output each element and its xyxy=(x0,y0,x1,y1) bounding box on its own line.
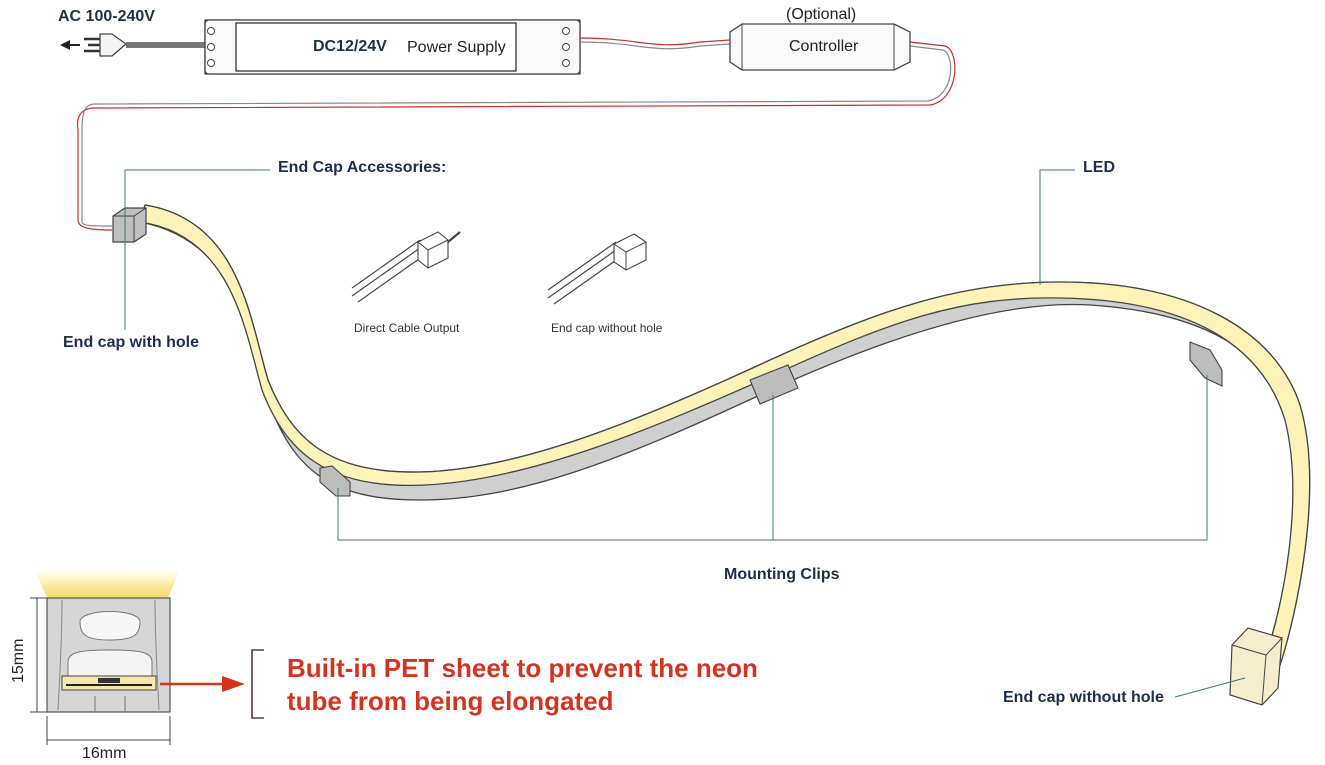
width-dimension-label: 16mm xyxy=(82,745,126,762)
ac-plug xyxy=(60,33,205,57)
height-dimension-label: 15mm xyxy=(10,639,27,683)
mounting-clips-label: Mounting Clips xyxy=(724,566,840,583)
end-cap-without-hole-illustration xyxy=(547,233,647,305)
end-cap-accessories-label: End Cap Accessories: xyxy=(278,159,446,176)
mounting-clip-left xyxy=(319,465,351,497)
end-cap-without-hole-graphic xyxy=(1229,627,1283,706)
direct-cable-output-illustration xyxy=(351,231,461,303)
end-cap-without-hole-small-label: End cap without hole xyxy=(551,321,663,335)
pet-arrow xyxy=(160,676,245,692)
controller-label: Controller xyxy=(789,38,859,55)
controller-box xyxy=(729,23,911,71)
cross-section xyxy=(30,570,180,745)
pet-note-line2: tube from being elongated xyxy=(287,686,613,716)
end-cap-with-hole-label: End cap with hole xyxy=(63,334,199,351)
end-cap-with-hole xyxy=(112,207,147,243)
power-supply xyxy=(204,19,581,75)
controller-optional-label: (Optional) xyxy=(786,6,856,23)
power-supply-label: Power Supply xyxy=(407,39,506,56)
mounting-clip-right xyxy=(1189,341,1223,387)
end-cap-without-hole-label: End cap without hole xyxy=(1003,689,1164,706)
leader-lines xyxy=(124,169,1246,698)
direct-cable-output-label: Direct Cable Output xyxy=(354,321,460,335)
pet-note-line1: Built-in PET sheet to prevent the neon xyxy=(287,653,758,683)
output-wires xyxy=(76,37,956,231)
led-label: LED xyxy=(1083,159,1115,176)
mounting-clip-middle xyxy=(749,364,799,405)
pet-note-bracket xyxy=(251,649,264,719)
neon-strip xyxy=(139,204,1311,666)
dc-voltage-label: DC12/24V xyxy=(313,38,387,55)
ac-voltage-label: AC 100-240V xyxy=(58,8,155,25)
